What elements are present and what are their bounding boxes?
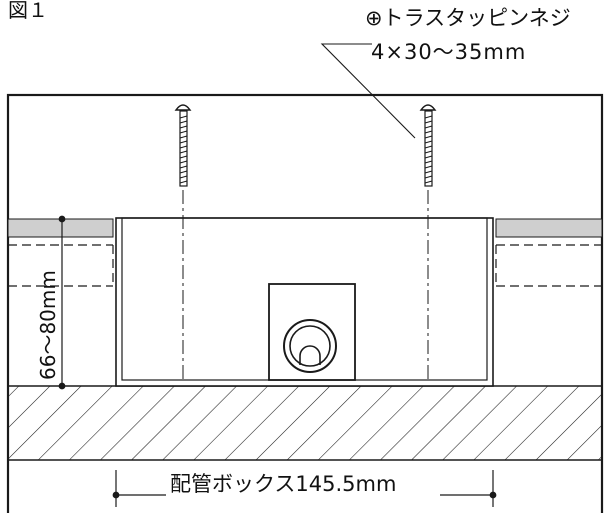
depth-range-label: 66～80mm — [36, 270, 60, 380]
screw-leader-line — [320, 43, 416, 139]
socket-ring — [283, 319, 337, 373]
left-screw — [174, 104, 192, 187]
box-width-label: 配管ボックス145.5mm — [170, 472, 397, 496]
figure-label: 図１ — [8, 0, 48, 22]
screw-center-lines — [182, 190, 429, 380]
socket-square — [268, 283, 356, 381]
box-width-label-backdrop — [166, 474, 440, 498]
depth-dimension-line — [58, 215, 66, 390]
base-slab-hatched — [7, 385, 603, 461]
screw-spec-name: ⊕トラスタッピンネジ — [365, 6, 571, 30]
left-dashed-underlay — [8, 244, 114, 287]
right-screw — [419, 104, 437, 187]
screw-spec-size: 4×30～35mm — [371, 40, 527, 64]
right-dashed-underlay — [495, 244, 602, 287]
right-finish-board — [495, 218, 603, 238]
